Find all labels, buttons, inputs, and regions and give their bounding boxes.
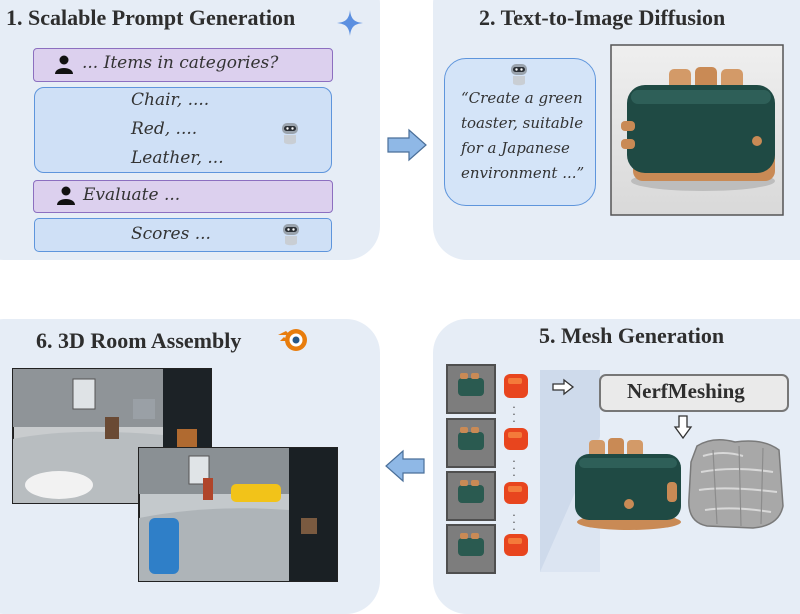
blender-logo-icon (278, 329, 307, 351)
room-render-front (138, 447, 338, 582)
arrow-right-icon (552, 378, 575, 396)
nerfmeshing-box (599, 374, 789, 412)
ellipsis-dots: ··· (512, 455, 516, 482)
prompt-line-2: toaster, suitable (461, 114, 584, 132)
user-query-box (33, 48, 333, 82)
ellipsis-dots: ··· (512, 509, 516, 536)
arrow-left-icon (385, 449, 425, 483)
prompt-line-4: environment ...” (461, 164, 585, 182)
user-icon (55, 55, 73, 74)
ellipsis-dots: ··· (512, 401, 516, 428)
robot-icon (511, 64, 527, 86)
answer-line-1: Chair, .... (131, 90, 210, 110)
user-eval-box (33, 180, 333, 213)
panel-title-prompt-generation: 1. Scalable Prompt Generation (6, 5, 296, 30)
user-icon (57, 186, 75, 205)
textured-mesh-toaster (575, 438, 681, 530)
raw-mesh-toaster (688, 439, 784, 529)
generated-toaster-image (610, 44, 784, 216)
answer-line-3: Leather, ... (131, 148, 224, 168)
answer-line-2: Red, .... (131, 119, 198, 139)
user-query-text: ... Items in categories? (82, 53, 279, 73)
view-tile-3 (446, 471, 496, 521)
arrow-down-icon (673, 415, 693, 440)
prompt-line-3: for a Japanese (461, 139, 570, 157)
nerfmeshing-label: NerfMeshing (627, 379, 745, 403)
sparkle-icon (337, 10, 363, 36)
panel-title-text-to-image: 2. Text-to-Image Diffusion (479, 5, 726, 30)
robot-icon (282, 123, 298, 145)
robot-icon (283, 224, 299, 246)
toaster-view-thumbnails (458, 373, 484, 556)
prompt-line-1: “Create a green (461, 89, 583, 107)
panel-title-mesh-generation: 5. Mesh Generation (539, 323, 725, 348)
panel-title-room-assembly: 6. 3D Room Assembly (36, 328, 242, 353)
user-eval-text: Evaluate ... (83, 185, 181, 205)
room-render-back (12, 368, 212, 504)
ai-scores-text: Scores ... (131, 224, 211, 244)
arrow-right-icon (387, 128, 427, 162)
depth-map-column (504, 374, 528, 556)
ai-scores-box (34, 218, 332, 252)
